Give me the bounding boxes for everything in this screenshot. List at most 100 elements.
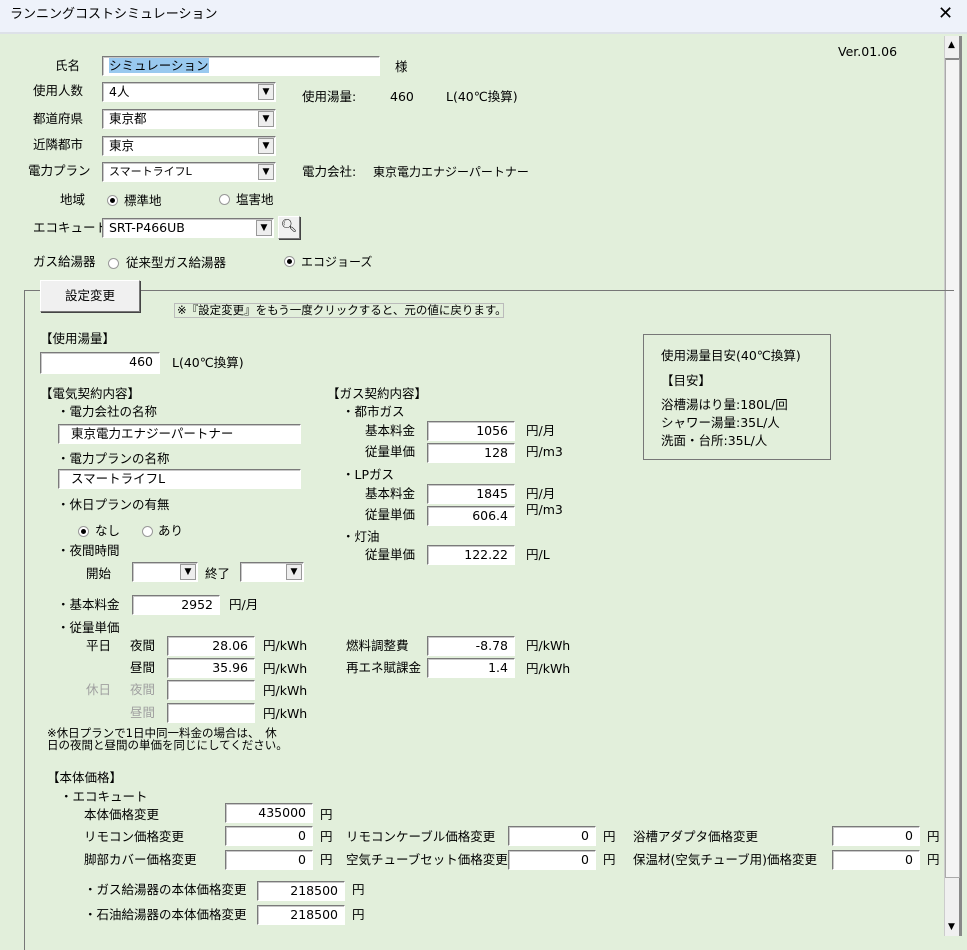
gas-heater-label: ガス給湯器	[33, 254, 96, 269]
renewable-levy-input[interactable]: 1.4	[427, 658, 515, 678]
usage-header: 【使用湯量】	[40, 331, 116, 346]
elec-header: 【電気契約内容】	[40, 386, 141, 401]
tube-price-input[interactable]: 0	[508, 850, 596, 870]
end-combo[interactable]: ▼	[240, 562, 304, 582]
body-price-input[interactable]: 435000	[225, 803, 313, 823]
night-time-label: ・夜間時間	[57, 543, 120, 558]
version-label: Ver.01.06	[838, 44, 898, 59]
name-label: 氏名	[55, 58, 81, 73]
basic-fee-unit: 円/月	[229, 597, 259, 612]
cable-price-label: リモコンケーブル価格変更	[346, 829, 496, 844]
chevron-down-icon[interactable]: ▼	[286, 564, 302, 580]
scroll-down-icon[interactable]: ▼	[948, 922, 955, 932]
gas-conventional-label: 従来型ガス給湯器	[126, 255, 227, 270]
wd-day-input[interactable]: 35.96	[167, 658, 255, 678]
company-value: 東京電力エナジーパートナー	[373, 165, 529, 179]
body-price-label: 本体価格変更	[84, 807, 160, 822]
ecocute-label: エコキュート	[33, 220, 109, 235]
search-icon: 🔍︎	[280, 219, 298, 234]
name-input[interactable]: シミュレーション	[102, 56, 380, 76]
region-salt-radio[interactable]	[219, 194, 230, 205]
price-header: 【本体価格】	[47, 770, 123, 785]
yen-unit: 円	[927, 852, 940, 867]
usage-value: 460	[390, 89, 414, 104]
cable-price-input[interactable]: 0	[508, 826, 596, 846]
usage-label: 使用湯量:	[302, 89, 357, 104]
unit-rate-label: ・従量単価	[57, 620, 120, 635]
city-combo[interactable]: 東京▼	[102, 136, 276, 156]
hd-night-input[interactable]	[167, 680, 255, 700]
close-icon[interactable]: ✕	[938, 3, 954, 24]
kero-unit-label: 従量単価	[365, 547, 416, 562]
yen-unit: 円	[320, 829, 333, 844]
hd-day-input[interactable]	[167, 703, 255, 723]
ecocute-value: SRT-P466UB	[109, 220, 185, 235]
search-button[interactable]: 🔍︎	[278, 216, 300, 239]
scroll-up-icon[interactable]: ▲	[948, 40, 955, 50]
holiday-yes-label: あり	[158, 523, 184, 538]
cover-price-label: 脚部カバー価格変更	[84, 852, 197, 867]
city-gas-label: ・都市ガス	[342, 404, 405, 419]
guide-line-2: シャワー湯量:35L/人	[661, 415, 780, 430]
fuel-adjust-input[interactable]: -8.78	[427, 636, 515, 656]
region-standard-radio[interactable]	[107, 195, 118, 206]
chevron-down-icon[interactable]: ▼	[258, 138, 274, 154]
holiday-no-radio[interactable]	[78, 526, 89, 537]
window-title: ランニングコストシミュレーション	[10, 7, 218, 22]
cover-price-input[interactable]: 0	[225, 850, 313, 870]
usage-unit: L(40℃換算)	[446, 89, 518, 104]
settings-frame	[24, 290, 954, 950]
remote-price-label: リモコン価格変更	[84, 829, 185, 844]
plan-name-input[interactable]: スマートライフL	[58, 469, 301, 489]
scrollbar-thumb[interactable]	[945, 58, 960, 878]
people-label: 使用人数	[33, 83, 84, 98]
start-combo[interactable]: ▼	[132, 562, 198, 582]
city-unit-input[interactable]: 128	[427, 443, 515, 463]
insulation-price-input[interactable]: 0	[832, 850, 920, 870]
chevron-down-icon[interactable]: ▼	[258, 84, 274, 100]
gas-heater-price-input[interactable]: 218500	[257, 881, 345, 901]
basic-fee-label: ・基本料金	[57, 597, 120, 612]
region-standard-label: 標準地	[124, 193, 162, 208]
chevron-down-icon[interactable]: ▼	[256, 220, 272, 236]
kwh-unit: 円/kWh	[263, 638, 308, 653]
adapter-price-input[interactable]: 0	[832, 826, 920, 846]
holiday-plan-label: ・休日プランの有無	[57, 497, 170, 512]
pref-combo[interactable]: 東京都▼	[102, 109, 276, 129]
gas-conventional-radio[interactable]	[108, 258, 119, 269]
ecocute-combo[interactable]: SRT-P466UB ▼	[102, 218, 274, 238]
kero-unit-input[interactable]: 122.22	[427, 545, 515, 565]
guide-title: 使用湯量目安(40℃換算)	[661, 348, 801, 363]
company-name-label: ・電力会社の名称	[57, 404, 158, 419]
chevron-down-icon[interactable]: ▼	[258, 164, 274, 180]
settings-note: ※『設定変更』をもう一度クリックすると、元の値に戻ります。	[174, 303, 507, 318]
remote-price-input[interactable]: 0	[225, 826, 313, 846]
yen-unit: 円	[320, 807, 333, 822]
scrollbar[interactable]: ▲ ▼	[944, 36, 962, 936]
oil-heater-price-input[interactable]: 218500	[257, 905, 345, 925]
city-basic-input[interactable]: 1056	[427, 421, 515, 441]
basic-fee-input[interactable]: 2952	[132, 595, 220, 615]
lp-basic-input[interactable]: 1845	[427, 484, 515, 504]
lp-unit-input[interactable]: 606.4	[427, 506, 515, 526]
city-basic-label: 基本料金	[365, 423, 416, 438]
gas-ecojozu-radio[interactable]	[284, 256, 295, 267]
people-combo[interactable]: 4人▼	[102, 82, 276, 102]
company-name-input[interactable]: 東京電力エナジーパートナー	[58, 424, 301, 444]
plan-combo[interactable]: スマートライフL▼	[102, 162, 276, 182]
holiday-label: 休日	[86, 682, 112, 697]
settings-change-button[interactable]: 設定変更	[40, 280, 140, 312]
city-label: 近隣都市	[33, 137, 84, 152]
yen-l-unit: 円/L	[526, 547, 550, 562]
lp-basic-label: 基本料金	[365, 486, 416, 501]
wd-night-input[interactable]: 28.06	[167, 636, 255, 656]
chevron-down-icon[interactable]: ▼	[258, 111, 274, 127]
chevron-down-icon[interactable]: ▼	[180, 564, 196, 580]
renewable-levy-label: 再エネ賦課金	[346, 660, 422, 675]
yen-m3-unit: 円/m3	[526, 444, 563, 459]
yen-month-unit: 円/月	[526, 423, 556, 438]
name-suffix: 様	[395, 59, 408, 74]
usage-input[interactable]: 460	[40, 352, 160, 374]
holiday-yes-radio[interactable]	[142, 526, 153, 537]
plan-name-label: ・電力プランの名称	[57, 451, 170, 466]
